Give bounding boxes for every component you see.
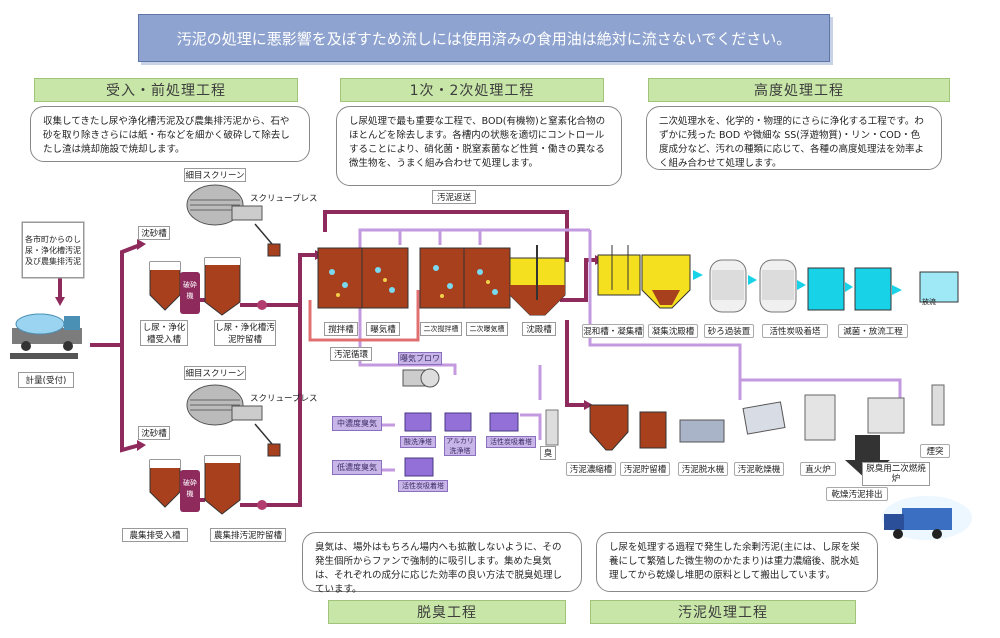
alkali-wash-label: アルカリ洗浄塔 [444,436,476,456]
carbon-vessel [759,259,797,313]
stir-tank-label: 撹拌槽 [324,322,358,336]
direct-furnace-label: 直火炉 [800,462,836,476]
nightsoil-receive-label: し尿・浄化槽受入槽 [140,320,188,346]
agri-storage-label: 農集排汚泥貯留槽 [210,528,286,542]
dewater-label: 汚泥脱水機 [678,462,728,476]
thickener-tank [589,404,629,451]
scrubbers [404,412,519,477]
intake-description: 収集してきたし尿や浄化槽汚泥及び農集排汚泥から、石や砂を取り除きさらには紙・布な… [30,106,310,162]
coag-settle-label: 凝集沈殿槽 [648,324,698,338]
grit-label-2: 沈砂槽 [138,426,170,440]
weighing-label: 計量(受付) [18,372,74,388]
deodor-furnace-label: 脱臭用二次燃焼炉 [862,462,930,486]
disinfect-label: 滅菌・放流工程 [838,324,908,338]
coag-tanks [597,245,691,309]
screw-press-label-1: スクリュープレス [250,194,318,204]
discharge-outlet [919,271,959,303]
sludge-storage-tank [639,411,667,449]
low-odor-label: 低濃度臭気 [332,460,382,475]
carbon-tower-label: 活性炭吸着塔 [762,324,828,338]
section-intake-title: 受入・前処理工程 [34,78,298,102]
aeration-tank-label: 曝気槽 [366,322,400,336]
screen-upper [186,184,263,226]
notice-text: 汚泥の処理に悪影響を及ぼすため流しには使用済みの食用油は絶対に流さないでください… [176,29,792,48]
fine-screen-label-1: 細目スクリーン [184,168,246,182]
odor-label: 臭 [540,446,556,460]
grit-upper [149,261,181,311]
pipe-valves [257,300,267,510]
secondary-stir-label: 二次撹拌槽 [420,322,462,336]
section-advanced-title: 高度処理工程 [648,78,950,102]
crusher-label-2: 破砕機 [183,479,197,498]
screw-press-label-2: スクリュープレス [250,394,318,404]
settling-label: 沈殿槽 [522,322,556,336]
water-arrows [693,270,902,295]
truck-icon [12,313,82,351]
carbon-tower-tank [807,267,845,311]
sludge-storage-label: 汚泥貯留槽 [620,462,670,476]
deodor-description: 臭気は、場外はもちろん場内へも拡散しないように、その発生個所からファンで強制的に… [302,532,582,595]
direct-furnace [804,394,836,441]
secondary-aer-label: 二次曝気槽 [466,322,508,336]
advanced-description: 二次処理水を、化学的・物理的にさらに浄化する工程です。わずかに残った BOD や… [646,106,942,170]
dried-out-label: 乾燥汚泥排出 [826,487,888,501]
dryer-label: 汚泥乾燥機 [734,462,784,476]
carbon-adsorb-label-2: 活性炭吸着塔 [398,480,448,492]
chimney-label: 煙突 [920,444,950,458]
screen-lower [186,384,263,426]
notice-banner: 汚泥の処理に悪影響を及ぼすため流しには使用済みの食用油は絶対に流さないでください… [138,14,830,62]
odor-stack [545,409,559,446]
nightsoil-storage-label: し尿・浄化槽汚泥貯留槽 [214,320,276,346]
acid-wash-label: 酸洗浄塔 [400,436,436,448]
dewater-machine [679,419,725,443]
thickener-label: 汚泥濃縮槽 [566,462,616,476]
section-biological-title: 1次・2次処理工程 [340,78,604,102]
disinfect-tank [854,267,892,311]
grit-lower [149,459,181,508]
crusher-upper [180,272,200,314]
bio-tanks [317,247,511,309]
air-pipes [345,228,902,472]
storage-lower [204,455,241,515]
crusher-lower [180,470,200,512]
chimney-stack [931,384,945,426]
storage-upper [204,257,241,316]
fine-screen-label-2: 細目スクリーン [184,366,246,380]
section-deodor-title: 脱臭工程 [328,600,566,624]
sludge-description: し尿を処理する過程で発生した余剰汚泥(主には、し尿を栄養にして繁殖した微生物のか… [596,532,878,592]
source-label: 各市町からのし尿・浄化槽汚泥及び農集排汚泥 [22,222,84,278]
dryer-machine [742,401,786,435]
settling-tank [509,245,566,316]
carbon-adsorb-label: 活性炭吸着塔 [486,436,536,448]
mix-coag-label: 混和槽・凝集槽 [582,324,644,338]
dump-truck-icon [882,496,972,540]
sand-filter-vessel [709,259,747,313]
agri-receive-label: 農集排受入槽 [122,528,188,542]
biological-description: し尿処理で最も重要な工程で、BOD(有機物)と窒素化合物のほとんどを除去します。… [336,106,622,186]
blower-icon [402,368,440,388]
return-sludge-label: 汚泥返送 [432,190,476,204]
mid-odor-label: 中濃度臭気 [332,416,382,431]
sludge-circ-pipe [308,290,420,342]
section-sludge-title: 汚泥処理工程 [590,600,856,624]
grit-label-1: 沈砂槽 [138,226,170,240]
secondary-furnace [867,397,905,434]
discharge-label: 放流 [922,298,936,306]
blower-label: 曝気ブロワ [398,352,442,365]
sludge-circ-label: 汚泥循環 [330,347,372,361]
sand-filter-label: 砂ろ過装置 [704,324,754,338]
crusher-label-1: 破砕機 [183,281,197,300]
